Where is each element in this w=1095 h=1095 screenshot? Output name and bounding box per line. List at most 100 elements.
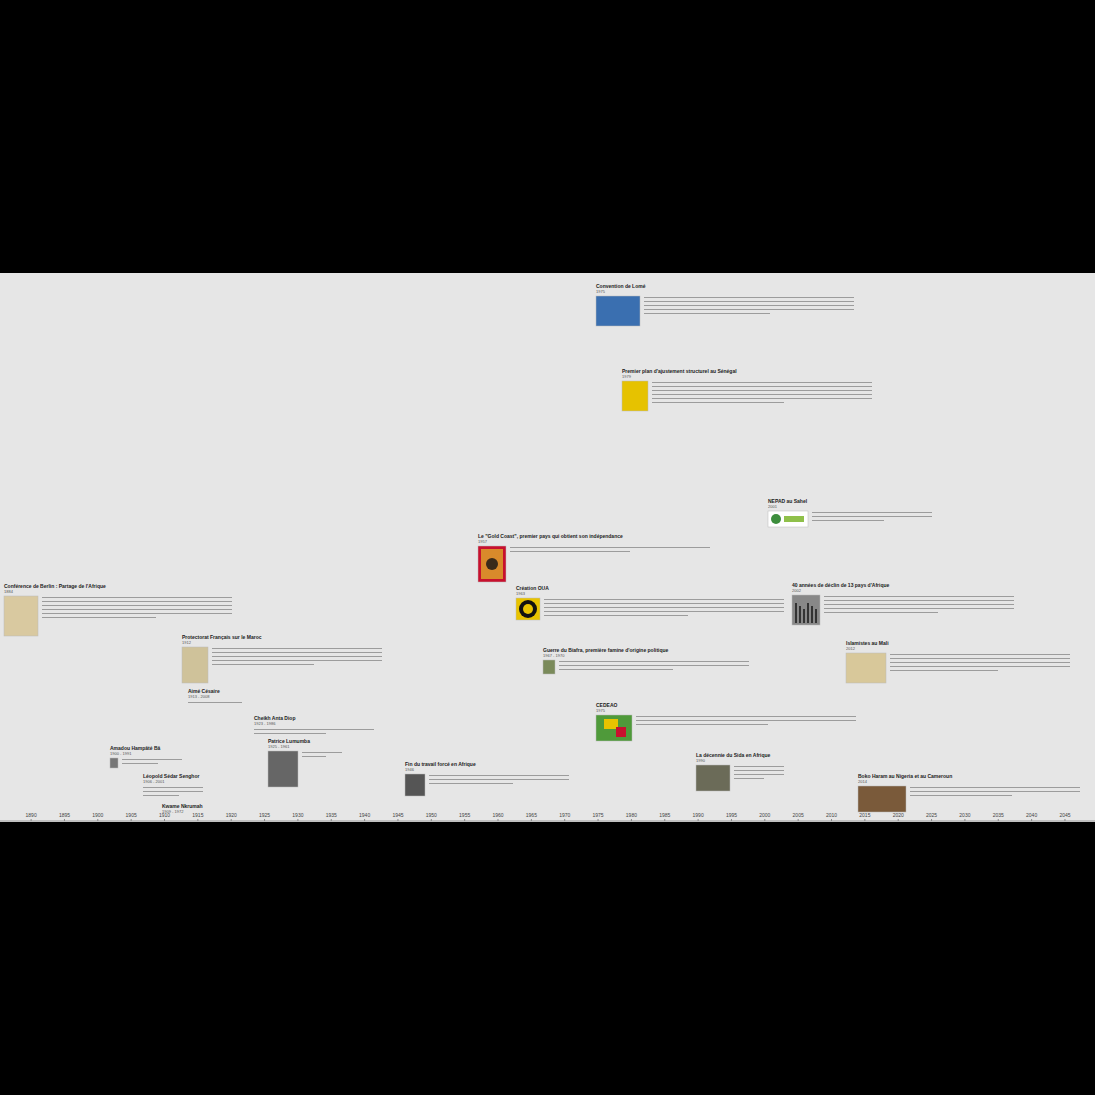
event-date: 2001	[768, 504, 807, 509]
axis-year: 2020	[893, 812, 904, 818]
axis-year: 1900	[92, 812, 103, 818]
event-date: 2014	[858, 779, 952, 784]
axis-year: 1995	[726, 812, 737, 818]
event-title: Création OUA	[516, 585, 549, 591]
axis-tick	[97, 819, 98, 821]
event-title: NEPAD au Sahel	[768, 498, 807, 504]
axis-tick	[1064, 819, 1065, 821]
axis-year: 1890	[26, 812, 37, 818]
event-date: 1884	[4, 589, 106, 594]
event-entry: La décennie du Sida en Afrique1990	[696, 752, 770, 763]
event-title: Le "Gold Coast", premier pays qui obtien…	[478, 533, 623, 539]
axis-tick	[931, 819, 932, 821]
event-illustration	[478, 546, 710, 582]
axis-year: 1915	[192, 812, 203, 818]
axis-tick	[698, 819, 699, 821]
axis-tick	[564, 819, 565, 821]
axis-year: 2015	[859, 812, 870, 818]
axis-year: 1940	[359, 812, 370, 818]
axis-tick	[197, 819, 198, 821]
axis-year: 2025	[926, 812, 937, 818]
event-title: Patrice Lumumba	[268, 738, 310, 744]
event-illustration	[543, 660, 749, 674]
event-title: Guerre du Biafra, première famine d'orig…	[543, 647, 668, 653]
axis-tick	[431, 819, 432, 821]
event-illustration	[622, 381, 872, 411]
event-illustration	[846, 653, 1070, 683]
event-title: Boko Haram au Nigeria et au Cameroun	[858, 773, 952, 779]
axis-year: 2030	[959, 812, 970, 818]
axis-tick	[31, 819, 32, 821]
axis-year: 2035	[993, 812, 1004, 818]
axis-tick	[964, 819, 965, 821]
axis-year: 1935	[326, 812, 337, 818]
event-title: Islamistes au Mali	[846, 640, 889, 646]
event-date: 1975	[596, 708, 617, 713]
event-illustration	[792, 595, 1014, 625]
axis-year: 1895	[59, 812, 70, 818]
event-illustration	[516, 598, 784, 620]
event-date: 1946	[405, 767, 476, 772]
event-date: 2002	[792, 588, 889, 593]
event-entry: Guerre du Biafra, première famine d'orig…	[543, 647, 668, 658]
event-date: 1975	[596, 289, 645, 294]
event-title: Fin du travail forcé en Afrique	[405, 761, 476, 767]
axis-tick	[397, 819, 398, 821]
event-title: Kwame Nkrumah	[162, 803, 203, 809]
event-title: Aimé Césaire	[188, 688, 220, 694]
axis-tick	[598, 819, 599, 821]
event-title: Protectorat Français sur le Maroc	[182, 634, 261, 640]
event-entry: Boko Haram au Nigeria et au Cameroun2014	[858, 773, 952, 784]
axis-tick	[898, 819, 899, 821]
event-illustration	[405, 774, 569, 796]
axis-year: 1955	[459, 812, 470, 818]
axis-year: 1905	[126, 812, 137, 818]
event-entry: Islamistes au Mali2012	[846, 640, 889, 651]
event-date: 1913 - 2008	[188, 694, 220, 699]
axis-year: 1950	[426, 812, 437, 818]
event-entry: Aimé Césaire1913 - 2008	[188, 688, 220, 699]
event-title: 40 années de déclin de 13 pays d'Afrique	[792, 582, 889, 588]
event-illustration	[768, 511, 932, 527]
axis-tick	[231, 819, 232, 821]
axis-year: 1965	[526, 812, 537, 818]
axis-year: 2045	[1059, 812, 1070, 818]
event-date: 1990	[696, 758, 770, 763]
axis-tick	[64, 819, 65, 821]
event-entry: Patrice Lumumba1925 - 1961	[268, 738, 310, 749]
axis-year: 1960	[492, 812, 503, 818]
event-date: 1979	[622, 374, 737, 379]
event-title: Premier plan d'ajustement structurel au …	[622, 368, 737, 374]
axis-year: 1970	[559, 812, 570, 818]
axis-year: 1945	[392, 812, 403, 818]
axis-tick	[664, 819, 665, 821]
event-date: 1923 - 1986	[254, 721, 295, 726]
axis-year: 2040	[1026, 812, 1037, 818]
axis-year: 1920	[226, 812, 237, 818]
event-entry: Amadou Hampâté Bâ1900 - 1991	[110, 745, 160, 756]
event-date: 2012	[846, 646, 889, 651]
event-entry: 40 années de déclin de 13 pays d'Afrique…	[792, 582, 889, 593]
event-entry: Léopold Sédar Senghor1906 - 2001	[143, 773, 199, 784]
event-illustration	[858, 786, 1080, 812]
event-title: La décennie du Sida en Afrique	[696, 752, 770, 758]
axis-tick	[164, 819, 165, 821]
event-entry: Cheikh Anta Diop1923 - 1986	[254, 715, 295, 726]
axis-tick	[331, 819, 332, 821]
axis-tick	[297, 819, 298, 821]
axis-tick	[864, 819, 865, 821]
axis-tick	[764, 819, 765, 821]
axis-tick	[464, 819, 465, 821]
axis-year: 1925	[259, 812, 270, 818]
event-title: CEDEAO	[596, 702, 617, 708]
event-date: 1963	[516, 591, 549, 596]
event-illustration	[596, 296, 854, 326]
axis-year: 1910	[159, 812, 170, 818]
event-illustration	[596, 715, 856, 741]
axis-year: 1980	[626, 812, 637, 818]
event-illustration	[268, 751, 342, 787]
event-illustration	[188, 702, 242, 703]
event-date: 1912	[182, 640, 261, 645]
axis-tick	[831, 819, 832, 821]
